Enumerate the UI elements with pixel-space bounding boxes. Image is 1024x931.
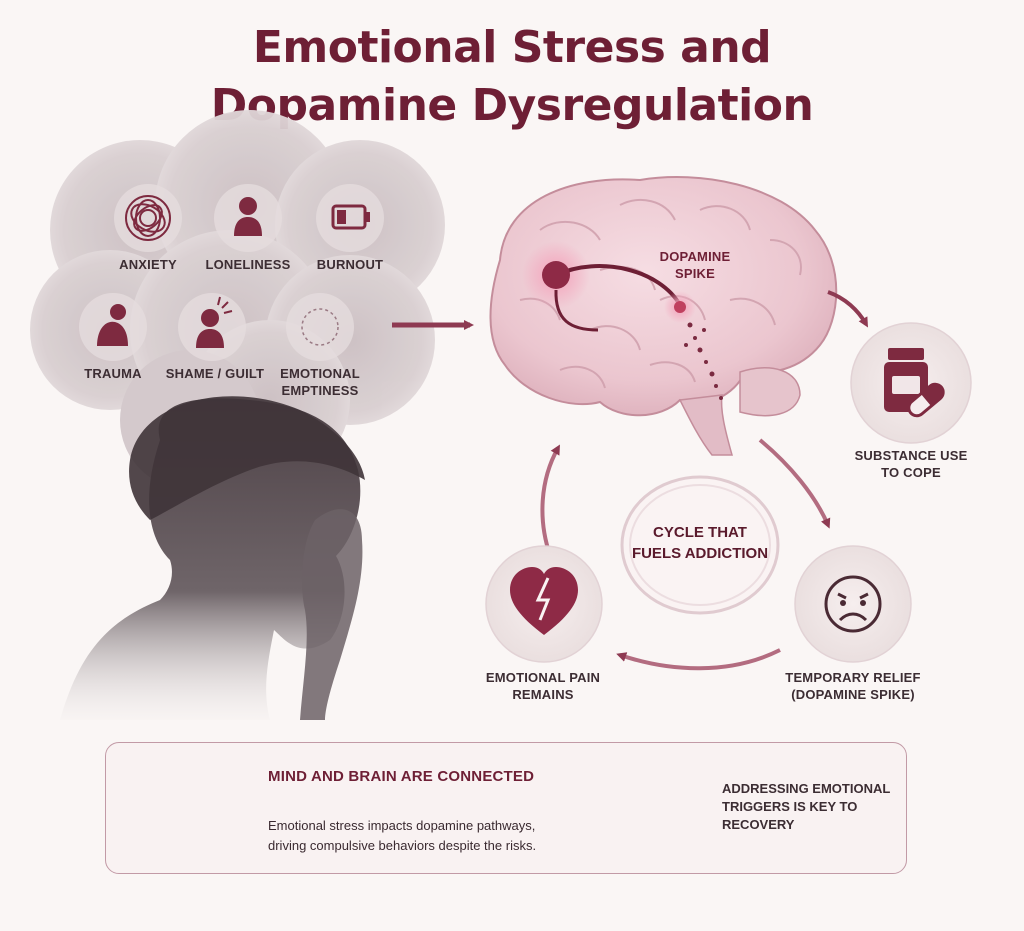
card-body-line-1: Emotional stress impacts dopamine pathwa… — [268, 818, 536, 833]
emptiness-line-2: EMPTINESS — [281, 383, 359, 398]
summary-card-heading: MIND AND BRAIN ARE CONNECTED — [268, 768, 535, 785]
recovery-line-2: TRIGGERS IS KEY TO — [722, 799, 858, 814]
stressor-label-loneliness: LONELINESS — [205, 257, 291, 272]
summary-card — [105, 742, 907, 874]
substance-line-2: TO COPE — [881, 465, 941, 480]
low-battery-icon-graphic — [331, 204, 370, 230]
summary-card-body: Emotional stress impacts dopamine pathwa… — [268, 816, 588, 856]
cycle-line-1: CYCLE THAT — [653, 524, 747, 541]
title-line-1: Emotional Stress and — [252, 22, 772, 73]
stressor-label-trauma: TRAUMA — [84, 366, 142, 381]
dopamine-spike-line-2: SPIKE — [674, 266, 715, 281]
title-line-2: Dopamine Dysregulation — [210, 80, 814, 131]
substance-use-label: SUBSTANCE USE TO COPE — [836, 447, 986, 481]
dopamine-spike-line-1: DOPAMINE — [659, 249, 731, 264]
emptiness-line-1: EMOTIONAL — [280, 366, 360, 381]
relief-line-2: (DOPAMINE SPIKE) — [791, 687, 915, 702]
card-body-line-2: driving compulsive behaviors despite the… — [268, 838, 537, 853]
recovery-line-1: ADDRESSING EMOTIONAL — [722, 781, 891, 796]
substance-line-1: SUBSTANCE USE — [854, 448, 968, 463]
stressor-label-anxiety: ANXIETY — [119, 257, 177, 272]
empty-circle-icon-graphic — [301, 308, 339, 346]
relief-line-1: TEMPORARY RELIEF — [785, 670, 921, 685]
stressor-label-burnout: BURNOUT — [316, 257, 384, 272]
broken-heart-icon-graphic — [510, 567, 578, 635]
recovery-line-3: RECOVERY — [722, 817, 795, 832]
pain-line-1: EMOTIONAL PAIN — [485, 670, 601, 685]
pill-bottle-icon-graphic — [884, 348, 945, 418]
dopamine-spike-label: DOPAMINE SPIKE — [640, 248, 750, 282]
stressor-label-emotional-emptiness: EMOTIONAL EMPTINESS — [270, 365, 370, 399]
woman-silhouette — [60, 396, 365, 720]
sad-face-icon-graphic — [824, 575, 882, 633]
recovery-message: ADDRESSING EMOTIONAL TRIGGERS IS KEY TO … — [722, 780, 902, 834]
cycle-center-label: CYCLE THAT FUELS ADDICTION — [622, 522, 778, 564]
emotional-pain-label: EMOTIONAL PAIN REMAINS — [468, 669, 618, 703]
curled-person-icon-graphic — [97, 304, 128, 346]
person-icon-graphic — [234, 197, 262, 236]
temporary-relief-label: TEMPORARY RELIEF (DOPAMINE SPIKE) — [768, 669, 938, 703]
scribble-icon-graphic — [125, 195, 171, 241]
stressor-label-shame-guilt: SHAME / GUILT — [165, 366, 265, 381]
brain-illustration — [489, 176, 838, 456]
cycle-line-2: FUELS ADDICTION — [631, 545, 769, 562]
ashamed-person-icon-graphic — [196, 296, 233, 348]
pain-line-2: REMAINS — [512, 687, 574, 702]
